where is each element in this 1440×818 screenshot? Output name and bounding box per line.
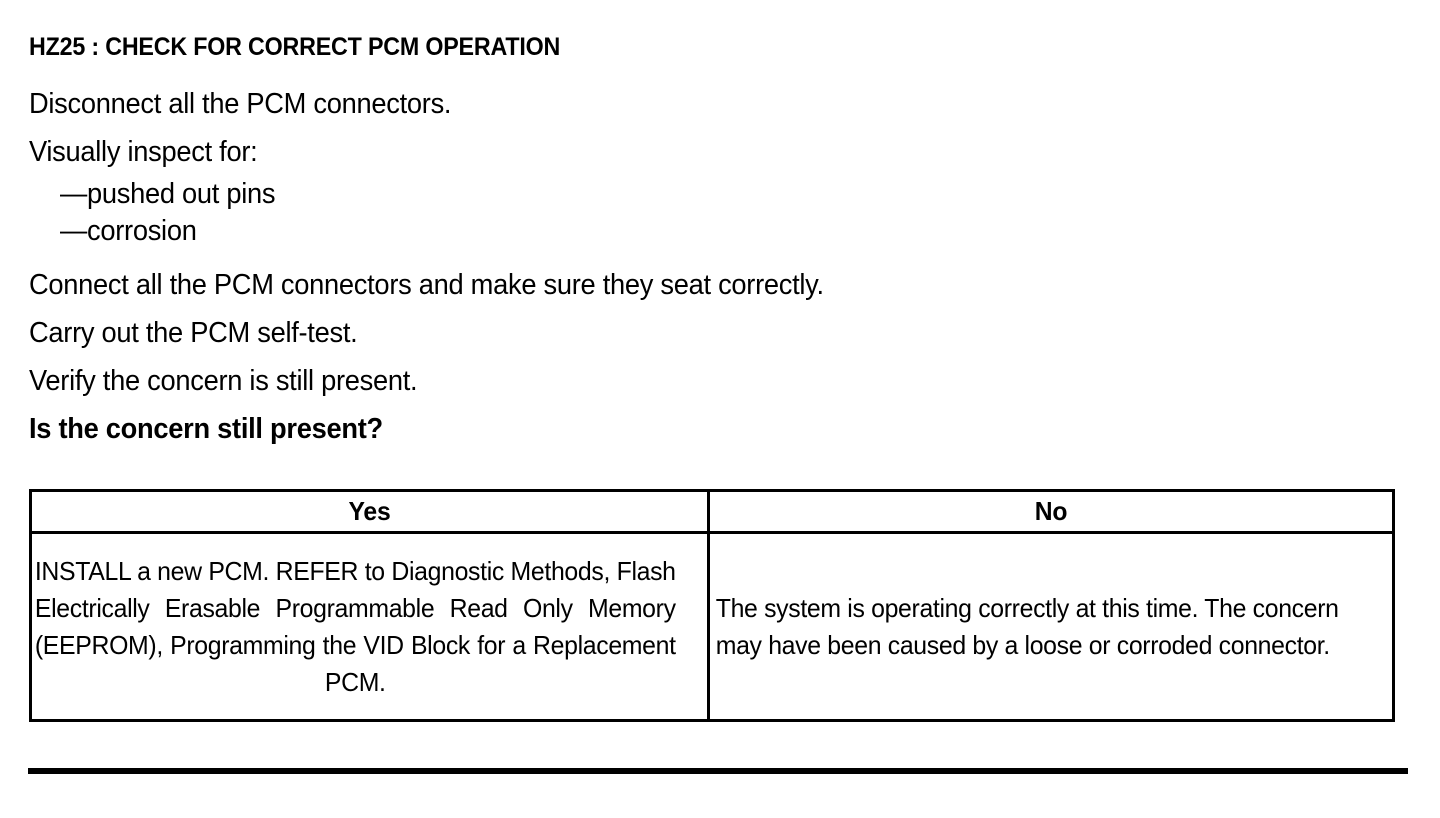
decision-table: Yes No INSTALL a new PCM. REFER to Diagn… xyxy=(29,489,1395,722)
step-inspect: Visually inspect for: xyxy=(29,136,258,168)
step-connect: Connect all the PCM connectors and make … xyxy=(29,269,824,301)
step-question: Is the concern still present? xyxy=(29,413,383,445)
table-cell-yes-action: INSTALL a new PCM. REFER to Diagnostic M… xyxy=(32,534,710,719)
table-header-label-yes: Yes xyxy=(348,496,391,526)
spacer xyxy=(29,250,1409,261)
instruction-block: Disconnect all the PCM connectors. Visua… xyxy=(29,80,1409,453)
page-footer-rule xyxy=(28,768,1408,774)
table-header-cell-yes: Yes xyxy=(32,492,710,531)
table-header-label-no: No xyxy=(1034,496,1068,526)
table-row: INSTALL a new PCM. REFER to Diagnostic M… xyxy=(32,534,1392,719)
yes-action-text: INSTALL a new PCM. REFER to Diagnostic M… xyxy=(34,555,676,697)
sub-pushed-out-pins: —pushed out pins xyxy=(60,178,276,210)
table-header-row: Yes No xyxy=(32,492,1392,534)
step-verify: Verify the concern is still present. xyxy=(29,365,418,397)
step-disconnect: Disconnect all the PCM connectors. xyxy=(29,88,452,120)
table-cell-no-action: The system is operating correctly at thi… xyxy=(710,534,1392,719)
sub-corrosion: —corrosion xyxy=(60,215,197,247)
page-title: HZ25 : CHECK FOR CORRECT PCM OPERATION xyxy=(29,33,561,61)
table-header-cell-no: No xyxy=(710,492,1392,531)
step-selftest: Carry out the PCM self-test. xyxy=(29,317,358,349)
no-action-text: The system is operating correctly at thi… xyxy=(715,592,1339,660)
